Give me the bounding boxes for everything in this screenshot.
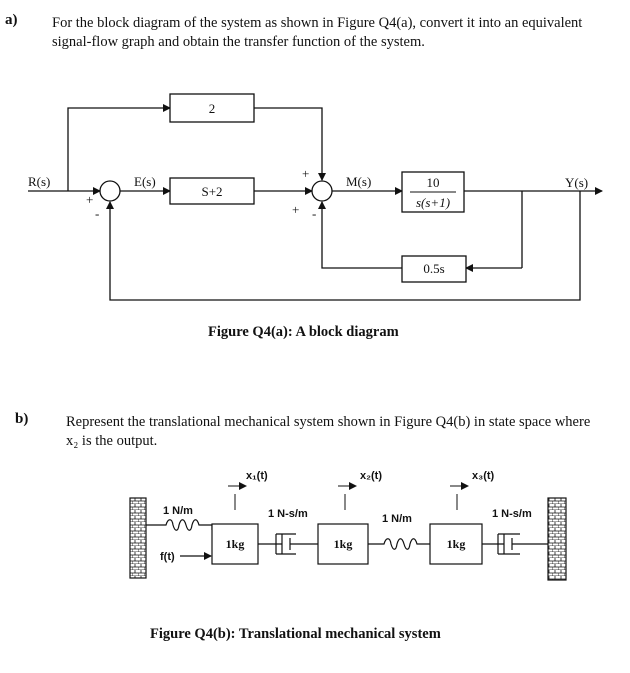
- controller-label: S+2: [201, 184, 222, 199]
- part-b-question: Represent the translational mechanical s…: [66, 414, 591, 449]
- signal-r: R(s): [28, 174, 50, 189]
- feedforward-line-in: [67, 104, 171, 191]
- damper-1: [258, 533, 318, 555]
- outer-feedback-line: [106, 191, 581, 301]
- part-a-question: For the block diagram of the system as s…: [52, 15, 583, 50]
- summing-junction-2: [311, 180, 333, 202]
- figure-b-caption: Figure Q4(b): Translational mechanical s…: [150, 626, 441, 642]
- block-diagram: R(s) + - E(s) S+2 2 + + - M(s) 10 s(s+1): [28, 93, 603, 301]
- spring-2: [368, 538, 430, 550]
- plant-numerator: 10: [427, 175, 440, 190]
- mass-2-label: 1kg: [334, 537, 353, 551]
- mass-1-label: 1kg: [226, 537, 245, 551]
- damper-2-label: 1 N-s/m: [492, 508, 532, 520]
- summing-junction-1: [99, 180, 121, 202]
- feedforward-line-out: [254, 107, 326, 181]
- x3-label: x₃(t): [472, 470, 495, 482]
- mass-1: [211, 523, 259, 565]
- x2-label: x₂(t): [360, 470, 382, 482]
- part-a-label: a): [5, 12, 18, 28]
- sj2-left-plus-sign: +: [292, 202, 299, 217]
- inner-feedback-out: [318, 201, 402, 269]
- spring-2-label: 1 N/m: [382, 513, 412, 525]
- right-wall: [547, 497, 567, 581]
- signal-m: M(s): [346, 174, 371, 189]
- left-wall: [129, 497, 147, 579]
- plant-denominator: s(s+1): [416, 195, 450, 210]
- mass-3: [429, 523, 483, 565]
- feedforward-gain-label: 2: [209, 101, 216, 116]
- feedback-block: [401, 255, 467, 283]
- sj1-minus-sign: -: [95, 206, 99, 221]
- spring-1: [146, 519, 213, 531]
- mechanical-system: 1 N/m f(t) 1kg x₁(t) 1 N-s/m 1kg x₂(t) 1…: [129, 470, 567, 581]
- sj1-plus-sign: +: [86, 192, 93, 207]
- feedforward-gain-block: [169, 93, 255, 123]
- damper-1-label: 1 N-s/m: [268, 508, 308, 520]
- sj2-top-plus-sign: +: [302, 166, 309, 181]
- feedback-block-label: 0.5s: [423, 261, 444, 276]
- controller-block: [169, 177, 255, 205]
- x1-label: x₁(t): [246, 470, 268, 482]
- mass-3-label: 1kg: [447, 537, 466, 551]
- figure-a-caption: Figure Q4(a): A block diagram: [208, 324, 399, 340]
- signal-y: Y(s): [565, 175, 588, 190]
- damper-2: [482, 533, 548, 555]
- sj2-minus-sign: -: [312, 206, 316, 221]
- spring-1-label: 1 N/m: [163, 505, 193, 517]
- signal-e: E(s): [134, 174, 156, 189]
- force-label: f(t): [160, 551, 175, 563]
- part-b-label: b): [15, 411, 29, 427]
